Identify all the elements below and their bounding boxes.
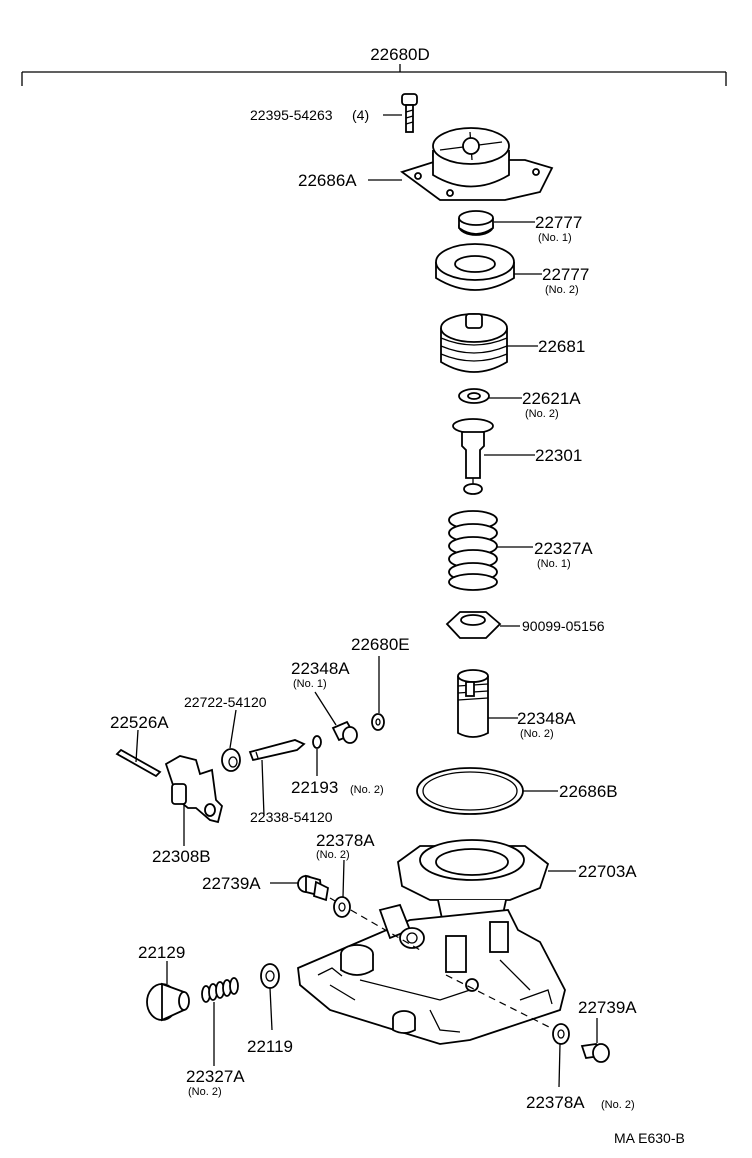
gasket-lower-part: 22119 xyxy=(247,963,293,1056)
clip-number-label: 22680E xyxy=(351,635,410,654)
lever-shaft-number-label: 22338-54120 xyxy=(250,809,333,825)
weight-no1-part: 22777 (No. 1) xyxy=(458,210,582,244)
bolt-lower-number-label: 22739A xyxy=(578,998,637,1017)
washer-number-label: 22621A xyxy=(522,389,581,408)
small-oring-sub-label: (No. 2) xyxy=(350,784,384,796)
washer-part: 22621A (No. 2) xyxy=(458,388,581,420)
housing-part xyxy=(297,903,566,1045)
lever-number-label: 22308B xyxy=(152,847,211,866)
weight-no2-number-label: 22777 xyxy=(542,265,589,284)
gasket-right-part: 22378A (No. 2) xyxy=(526,1023,635,1112)
gasket-upper-sub-label: (No. 2) xyxy=(316,849,350,861)
gasket-right-sub-label: (No. 2) xyxy=(601,1099,635,1111)
pin-spring-part: 22722-54120 xyxy=(184,694,267,772)
weight-no2-part: 22777 (No. 2) xyxy=(435,243,589,296)
oring-large-number-label: 22686B xyxy=(559,782,618,801)
gasket-upper-part: 22378A (No. 2) xyxy=(316,831,375,918)
spring-no1-sub-label: (No. 1) xyxy=(537,558,571,570)
small-oring-part: 22193 (No. 2) xyxy=(291,735,384,797)
spring-lower-part: 22327A (No. 2) xyxy=(186,977,245,1098)
screw-qty-label: (4) xyxy=(352,107,369,123)
lever-part: 22308B xyxy=(152,755,223,866)
weight-no1-number-label: 22777 xyxy=(535,213,582,232)
valve-part: 22301 xyxy=(452,418,582,495)
washer-sub-label: (No. 2) xyxy=(525,408,559,420)
bolt-upper-number-label: 22739A xyxy=(202,874,261,893)
screw-part: 22395-54263 (4) xyxy=(250,93,418,133)
spring-no1-number-label: 22327A xyxy=(534,539,593,558)
weight-no2-sub-label: (No. 2) xyxy=(545,284,579,296)
plug-no1-part: 22348A (No. 1) xyxy=(291,659,358,744)
plug-bolt-number-label: 22129 xyxy=(138,943,185,962)
spring-lower-number-label: 22327A xyxy=(186,1067,245,1086)
pin-part: 22526A xyxy=(110,713,169,778)
gasket-upper-number-label: 22378A xyxy=(316,831,375,850)
nut-number-label: 90099-05156 xyxy=(522,618,605,634)
weight-no1-sub-label: (No. 1) xyxy=(538,232,572,244)
nut-part: 90099-05156 xyxy=(445,611,605,639)
small-oring-number-label: 22193 xyxy=(291,778,338,797)
piston-part: 22681 xyxy=(440,313,585,373)
lever-shaft-part: 22338-54120 xyxy=(248,739,333,825)
body-number-label: 22703A xyxy=(578,862,637,881)
plug-no2-part: 22348A (No. 2) xyxy=(457,669,576,740)
assembly-bracket: 22680D xyxy=(21,45,727,86)
spring-no1-part: 22327A (No. 1) xyxy=(448,510,593,591)
gasket-right-number-label: 22378A xyxy=(526,1093,585,1112)
screw-number-label: 22395-54263 xyxy=(250,107,333,123)
gasket-lower-number-label: 22119 xyxy=(247,1037,293,1056)
assembly-number-label: 22680D xyxy=(370,45,430,64)
plug-no1-sub-label: (No. 1) xyxy=(293,678,327,690)
plug-no2-number-label: 22348A xyxy=(517,709,576,728)
plug-bolt-part: 22129 xyxy=(138,943,190,1022)
bolt-upper-part: 22739A xyxy=(202,874,329,902)
pin-number-label: 22526A xyxy=(110,713,169,732)
plug-no1-number-label: 22348A xyxy=(291,659,350,678)
piston-number-label: 22681 xyxy=(538,337,585,356)
diagram-code-label: MA E630-B xyxy=(614,1130,685,1146)
plug-no2-sub-label: (No. 2) xyxy=(520,728,554,740)
clip-part: 22680E xyxy=(351,635,410,731)
pin-spring-number-label: 22722-54120 xyxy=(184,694,267,710)
oring-large-part: 22686B xyxy=(416,767,618,815)
spring-lower-sub-label: (No. 2) xyxy=(188,1086,222,1098)
cover-number-label: 22686A xyxy=(298,171,357,190)
cover-part: 22686A xyxy=(298,127,554,201)
valve-number-label: 22301 xyxy=(535,446,582,465)
bolt-lower-part: 22739A xyxy=(578,998,637,1063)
